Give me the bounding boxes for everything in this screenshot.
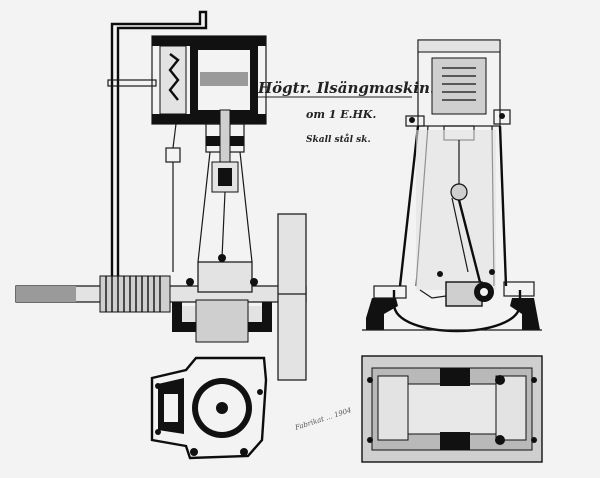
- base-bearing-bottom: [440, 432, 470, 450]
- pipe-bracket: [107, 79, 157, 87]
- base-plate-bolts: [367, 375, 537, 445]
- side-elevation: [362, 39, 542, 333]
- cylinder-bolts: [155, 38, 265, 122]
- guide-left: [197, 151, 211, 263]
- valve-passage: [168, 53, 180, 101]
- crosshead-pin: [218, 168, 232, 186]
- steam-chest: [159, 45, 187, 115]
- valve-rod-head: [165, 147, 181, 163]
- signature-block: Fabrikat ... 1904: [293, 406, 352, 432]
- plan-port: [164, 394, 178, 422]
- side-crank-case: [392, 290, 522, 333]
- steam-pipe: [110, 10, 208, 278]
- drawing-title: Högtr. Ilsängmaskin.: [257, 79, 435, 97]
- valve-rod-top: [172, 123, 177, 149]
- flywheel-side: [277, 213, 307, 381]
- plan-outline: [150, 356, 268, 460]
- cylinder-top-flange: [152, 36, 266, 46]
- side-bearing-left: [373, 285, 407, 299]
- side-cylinder-body: [431, 57, 487, 115]
- side-frame-fill: [416, 130, 496, 290]
- side-bracket-right: [493, 109, 511, 125]
- side-connecting-rod: [457, 199, 484, 291]
- base-bolts: [186, 254, 258, 286]
- side-foot-right: [510, 298, 540, 330]
- piston: [200, 72, 248, 86]
- base-rail-left: [377, 375, 409, 441]
- side-bracket-left: [405, 115, 425, 127]
- base-plan: [361, 355, 543, 463]
- side-oil-pipe: [419, 289, 447, 299]
- guide-right: [239, 151, 253, 263]
- side-bearing-right: [503, 281, 535, 297]
- plan-bolts: [155, 383, 263, 456]
- piston-rod: [219, 109, 231, 171]
- title-block: Högtr. Ilsängmaskin. om 1 E.HK. Skall st…: [257, 79, 435, 145]
- shaft-end: [16, 286, 76, 302]
- side-foot-left: [366, 298, 398, 330]
- connecting-rod: [221, 191, 226, 259]
- drawing-note: Skall stål sk.: [306, 133, 371, 145]
- crank-housing: [195, 299, 249, 343]
- side-frame-outer: [398, 125, 508, 287]
- base-bearing-top: [440, 368, 470, 386]
- plan-view-lower: [150, 356, 268, 460]
- side-bolts: [409, 113, 505, 277]
- front-elevation: [15, 10, 307, 381]
- cylinder-bottom-flange: [152, 114, 266, 124]
- side-ports: [442, 67, 476, 101]
- side-crank-pin-hole: [480, 288, 488, 296]
- signature: Fabrikat ... 1904: [293, 406, 352, 432]
- side-crosshead: [450, 183, 468, 201]
- main-bearing: [197, 261, 253, 293]
- side-valve-link: [451, 197, 469, 273]
- eccentric-coil: [99, 275, 171, 313]
- side-cylinder-cap: [417, 39, 501, 53]
- plan-piston-center: [216, 402, 228, 414]
- base-opening: [407, 383, 497, 435]
- drawing-subtitle: om 1 E.HK.: [306, 108, 376, 121]
- base-rail-right: [495, 375, 527, 441]
